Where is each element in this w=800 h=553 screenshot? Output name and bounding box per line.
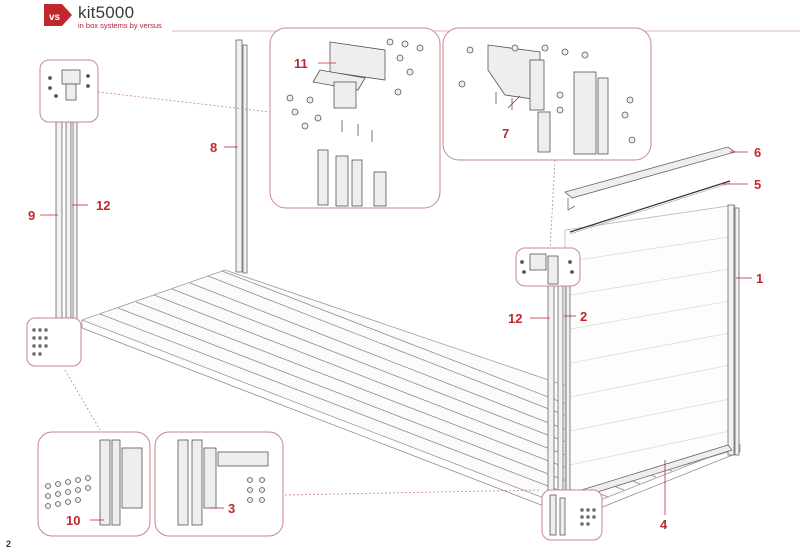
callout-1: 1: [756, 271, 764, 286]
callout-4: 4: [660, 517, 668, 532]
wall-panel-right: [564, 204, 736, 501]
brand-tagline: in box systems by versus: [78, 21, 162, 30]
detail-frame-bolts-left: [26, 317, 82, 367]
brand-header: vs kit5000 in box systems by versus: [44, 4, 162, 32]
bolt-set-left: [32, 328, 48, 356]
leader-lines: [64, 91, 556, 496]
brand-logo-text: vs: [49, 12, 61, 23]
top-strip: [569, 180, 731, 235]
post-back-left: [235, 39, 248, 274]
callout-12-right: 12: [508, 311, 523, 326]
detail-frame-3: [154, 431, 284, 537]
post-back-right: [727, 204, 740, 456]
page-number: 2: [6, 539, 12, 549]
bolt-set-right: [549, 494, 596, 536]
brand-name: kit5000: [78, 3, 135, 22]
callout-12-left: 12: [96, 198, 111, 213]
bracket-detail-left: [48, 69, 90, 101]
callout-11: 11: [294, 56, 308, 71]
callout-5: 5: [754, 177, 762, 192]
bracket-detail-11: [286, 38, 424, 207]
callout-2: 2: [580, 309, 588, 324]
callout-7: 7: [502, 126, 510, 141]
callout-leaders: [40, 62, 752, 521]
detail-frame-11: [269, 27, 441, 209]
callout-3: 3: [228, 501, 236, 516]
detail-frame-bolts-right: [541, 489, 603, 541]
brand-logo-icon: vs: [44, 4, 72, 26]
callout-10: 10: [66, 513, 81, 528]
bracket-detail-7: [458, 44, 636, 155]
callout-9: 9: [28, 208, 36, 223]
bolt-detail-10: [45, 439, 143, 526]
bolt-detail-3: [177, 439, 269, 526]
bracket-detail-right: [520, 253, 574, 285]
callout-8: 8: [210, 140, 218, 155]
callout-6: 6: [754, 145, 762, 160]
